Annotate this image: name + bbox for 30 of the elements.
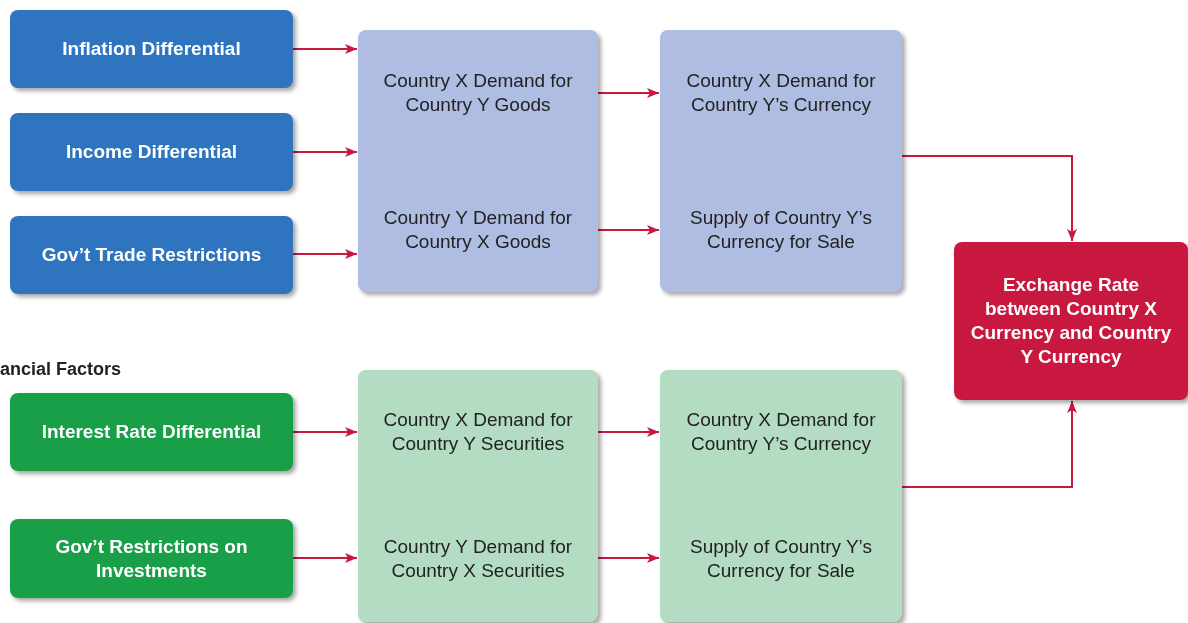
panel-text: Country X Demand for Country Y’s Currency — [660, 394, 902, 470]
group-heading: ancial Factors — [0, 358, 122, 381]
arrow — [597, 553, 660, 563]
panel-text: Country X Demand for Country Y Goods — [358, 55, 598, 131]
arrow — [292, 147, 358, 157]
factor-box: Income Differential — [10, 113, 293, 191]
arrow — [597, 88, 660, 98]
arrow — [292, 249, 358, 259]
currency-panel — [660, 30, 902, 292]
factor-box: Inflation Differential — [10, 10, 293, 88]
arrow — [292, 553, 358, 563]
arrow — [292, 44, 358, 54]
demand-panel — [358, 30, 598, 292]
panel-text: Country X Demand for Country Y’s Currency — [660, 55, 902, 131]
arrow — [597, 225, 660, 235]
factor-box: Gov’t Trade Restrictions — [10, 216, 293, 294]
demand-panel — [358, 370, 598, 622]
arrow — [901, 155, 1077, 242]
panel-text: Country Y Demand for Country X Securities — [358, 521, 598, 597]
panel-text: Supply of Country Y’s Currency for Sale — [660, 521, 902, 597]
panel-text: Country Y Demand for Country X Goods — [358, 192, 598, 268]
factor-box: Gov’t Restrictions on Investments — [10, 519, 293, 598]
factor-box: Interest Rate Differential — [10, 393, 293, 471]
panel-text: Country X Demand for Country Y Securities — [358, 394, 598, 470]
arrow — [597, 427, 660, 437]
arrow — [292, 427, 358, 437]
panel-text: Supply of Country Y’s Currency for Sale — [660, 192, 902, 268]
arrow — [901, 400, 1077, 488]
result-box: Exchange Rate between Country X Currency and Country Y Currency — [954, 242, 1188, 400]
currency-panel — [660, 370, 902, 622]
